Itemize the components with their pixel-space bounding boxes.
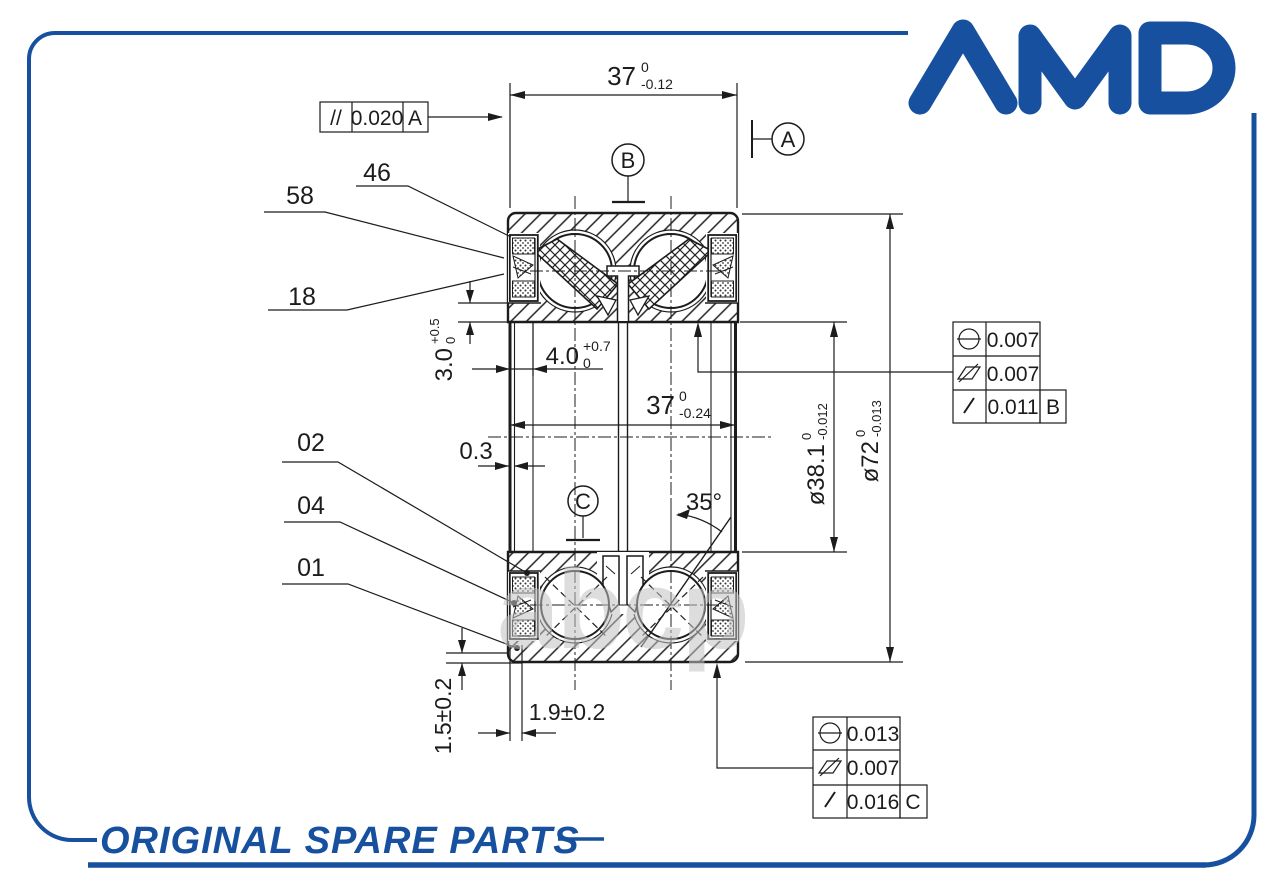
dim-step-height-text: 3.0 <box>431 348 458 381</box>
fcf-parallelism <box>319 101 503 133</box>
fcf-parallelism-value: 0.020 <box>351 107 404 130</box>
dim-outer-dia-sub: -0.013 <box>869 400 884 437</box>
dim-step-height-text-group: 3.0 +0.5 0 <box>427 318 458 381</box>
datum-c-symbol <box>566 485 600 542</box>
datum-b-label: B <box>621 148 636 173</box>
dim-groove-width-sup: +0.7 <box>583 338 611 354</box>
logo-letter-m <box>1018 24 1132 115</box>
dim-seal-recess-text: 1.5±0.2 <box>430 678 456 755</box>
dim-bore-dia-text-group: ø38.1 0 -0.012 <box>799 403 830 505</box>
symbol-parallelogram-slash-icon <box>956 363 982 383</box>
fcf-lower-row1-value: 0.013 <box>847 723 900 746</box>
symbol-circle-bar-icon <box>957 328 981 350</box>
dim-seal-width-text: 1.9±0.2 <box>529 699 606 725</box>
watermark-text: abcp <box>497 547 746 672</box>
fcf-lower-row2-value: 0.007 <box>847 757 900 780</box>
dim-bore-dia <box>740 321 847 553</box>
dim-gap <box>478 462 545 470</box>
dim-bore-dia-text: ø38.1 <box>803 444 830 505</box>
dim-groove-width-text: 4.0 <box>546 343 579 370</box>
outer-ring-top-section <box>506 211 740 324</box>
annotations <box>264 83 1067 819</box>
seal-top-left <box>508 234 539 302</box>
symbol-parallelogram-slash-icon <box>817 757 843 777</box>
page-frame <box>27 31 1257 868</box>
datum-b-symbol <box>611 143 645 204</box>
part-label-58: 58 <box>286 182 314 210</box>
symbol-slash-icon <box>963 397 975 414</box>
dim-bore-dia-sup: 0 <box>799 433 814 440</box>
dim-inner-width-text: 37 <box>646 390 675 420</box>
brand-tagline: ORIGINAL SPARE PARTS <box>100 820 580 862</box>
datum-a-symbol <box>751 120 805 158</box>
fcf-parallelism-datum: A <box>408 107 422 130</box>
part-label-01: 01 <box>297 554 325 582</box>
dim-step-height <box>458 281 509 344</box>
dim-seal-recess <box>446 628 522 690</box>
dim-outer-width <box>509 83 738 208</box>
part-label-leaders <box>264 185 530 651</box>
fcf-upper-row2-value: 0.007 <box>987 363 1040 386</box>
centerlines <box>488 196 772 690</box>
dim-step-height-sup: +0.5 <box>427 318 442 344</box>
part-label-02: 02 <box>297 429 325 457</box>
dim-contact-angle <box>670 500 723 548</box>
dim-outer-dia-sup: 0 <box>853 430 868 437</box>
dim-outer-width-sub: -0.12 <box>641 76 673 92</box>
dim-groove-width <box>472 322 603 376</box>
dim-outer-dia-text-group: ø72 0 -0.013 <box>853 400 884 482</box>
dim-outer-dia <box>742 213 903 663</box>
seal-top-right <box>707 234 738 302</box>
dim-outer-width-sup: 0 <box>641 59 649 75</box>
dim-seal-width <box>478 645 556 741</box>
dim-inner-width-sup: 0 <box>679 388 687 404</box>
dim-contact-angle-text: 35° <box>686 489 722 516</box>
frame-left-border <box>27 31 97 842</box>
datum-c-label: C <box>575 489 591 514</box>
dim-outer-dia-text: ø72 <box>857 441 884 482</box>
dim-inner-width-sub: -0.24 <box>679 405 711 421</box>
amd-logo-icon <box>908 19 1236 115</box>
dim-gap-text: 0.3 <box>459 438 492 465</box>
bearing-cross-section <box>488 196 772 690</box>
dim-groove-width-sub: 0 <box>583 355 591 371</box>
fcf-lower <box>713 663 928 819</box>
fcf-upper-row1-value: 0.007 <box>987 329 1040 352</box>
dim-inner-width <box>510 421 735 429</box>
symbol-slash-icon <box>824 791 836 808</box>
dim-bore-dia-sub: -0.012 <box>815 403 830 440</box>
contact-angle-construction-line <box>640 516 732 648</box>
logo-letter-a <box>908 19 1018 115</box>
dim-outer-width-text: 37 <box>607 61 636 91</box>
datum-a-label: A <box>781 127 796 152</box>
logo-letter-d <box>1138 21 1236 115</box>
part-label-46: 46 <box>363 159 391 187</box>
dimension-texts: 37 0 -0.12 // 0.020 A A B C 46 58 18 02 … <box>286 59 1060 814</box>
symbol-circle-bar-icon <box>818 722 842 744</box>
part-label-04: 04 <box>297 492 325 520</box>
part-label-18: 18 <box>288 283 316 311</box>
fcf-upper <box>694 321 1067 424</box>
dim-seal-recess-text-group: 1.5±0.2 <box>430 678 456 755</box>
fcf-parallelism-symbol: // <box>330 107 342 130</box>
fcf-upper-row3-datum: B <box>1046 396 1060 419</box>
fcf-lower-row3-value: 0.016 <box>847 791 900 814</box>
dim-step-height-sub: 0 <box>443 337 458 344</box>
cage-prong-top-right <box>629 295 651 317</box>
fcf-upper-row3-value: 0.011 <box>988 396 1039 419</box>
frame-right-border <box>1203 113 1257 868</box>
contact-angle-dashes <box>544 576 704 638</box>
fcf-lower-row3-datum: C <box>905 791 920 814</box>
cage-prong-top-left <box>595 295 617 317</box>
